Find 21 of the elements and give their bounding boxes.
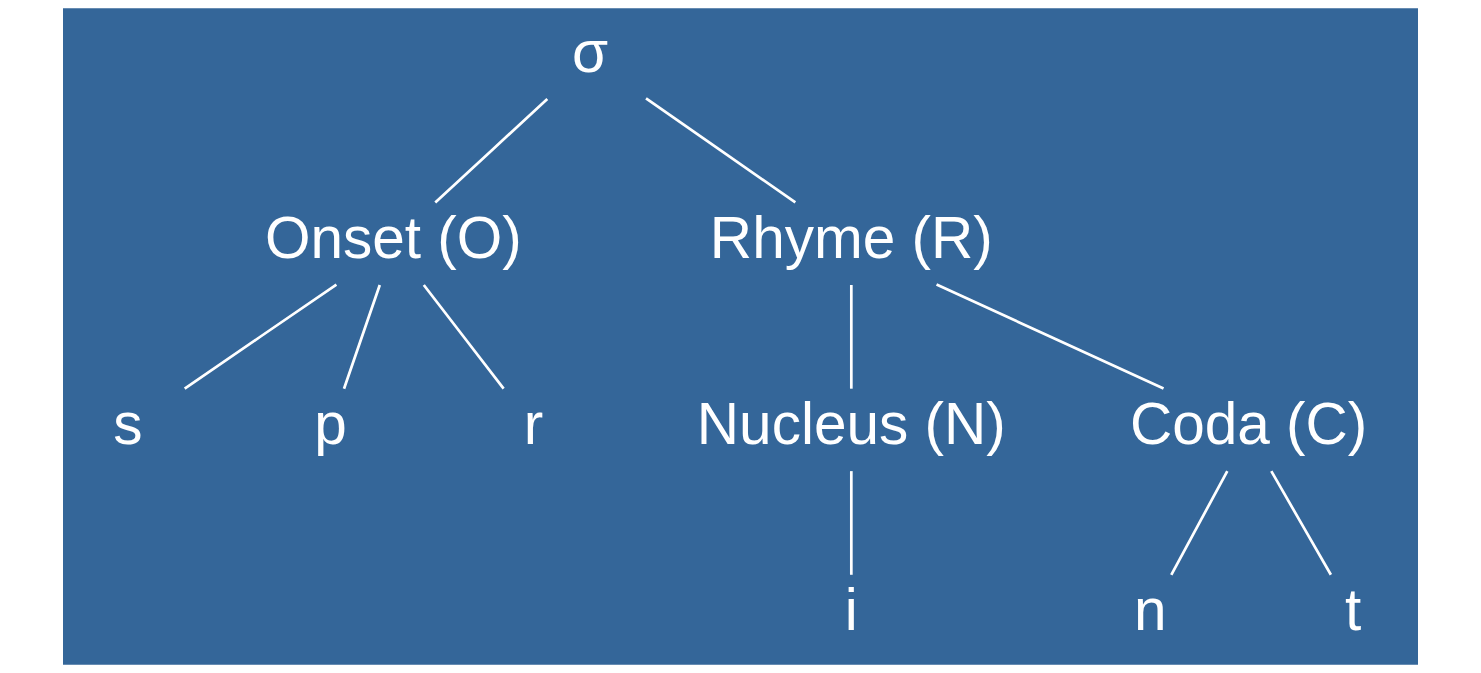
connector — [342, 284, 382, 390]
node-text: Rhyme (R) — [709, 204, 993, 270]
node-text: i — [844, 577, 858, 643]
node-text: Nucleus (N) — [696, 390, 1006, 456]
node-text: n — [1134, 577, 1167, 643]
connector — [849, 471, 853, 575]
node-text: σ — [571, 18, 609, 84]
connector — [849, 285, 853, 389]
node-text: r — [523, 390, 544, 456]
connector — [422, 284, 505, 390]
connector — [183, 283, 338, 390]
connector — [645, 97, 797, 204]
connector — [434, 97, 549, 204]
node-text: Onset (O) — [264, 204, 522, 270]
node-text: p — [314, 390, 347, 456]
node-text: t — [1345, 577, 1362, 643]
connector — [1270, 470, 1333, 576]
node-text: s — [113, 390, 143, 456]
connector — [1170, 470, 1229, 576]
node-text: Coda (C) — [1129, 390, 1368, 456]
connector — [936, 283, 1165, 390]
